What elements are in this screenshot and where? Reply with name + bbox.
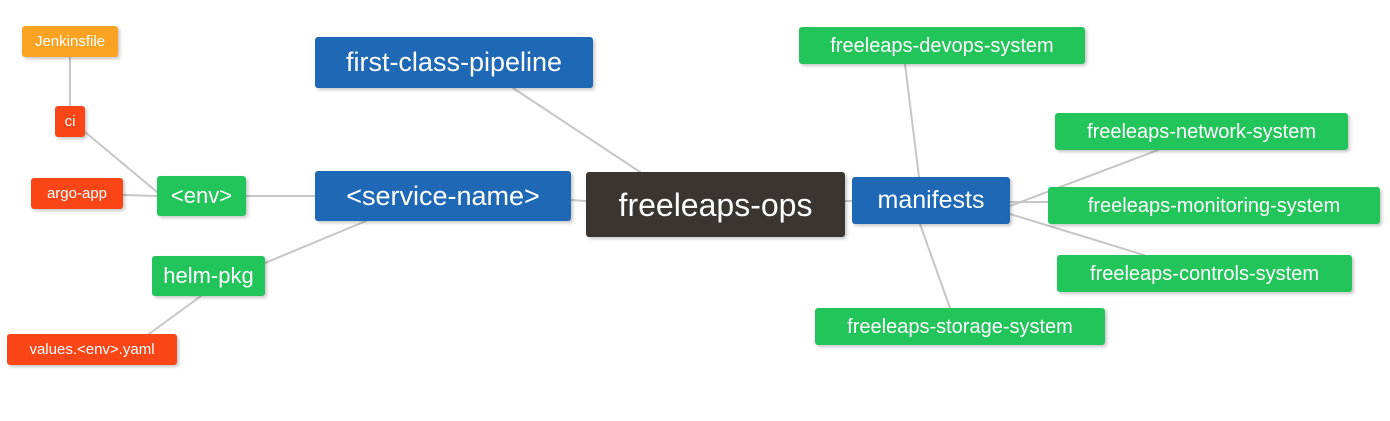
node-first-class-pipeline[interactable]: first-class-pipeline <box>315 37 593 88</box>
node-values-env-yaml[interactable]: values.<env>.yaml <box>7 334 177 365</box>
node-controls-system[interactable]: freeleaps-controls-system <box>1057 255 1352 292</box>
node-service-name[interactable]: <service-name> <box>315 171 571 221</box>
node-monitoring-system[interactable]: freeleaps-monitoring-system <box>1048 187 1380 224</box>
node-helm-pkg[interactable]: helm-pkg <box>152 256 265 296</box>
node-env[interactable]: <env> <box>157 176 246 216</box>
edge-helm-pkg-to-values-env-yaml <box>148 295 202 335</box>
edge-first-class-pipeline-to-freeleaps-ops <box>512 87 641 173</box>
node-devops-system[interactable]: freeleaps-devops-system <box>799 27 1085 64</box>
node-jenkinsfile[interactable]: Jenkinsfile <box>22 26 118 57</box>
node-storage-system[interactable]: freeleaps-storage-system <box>815 308 1105 345</box>
edge-service-name-to-helm-pkg <box>264 220 367 264</box>
edge-manifests-to-devops-system <box>904 63 920 178</box>
edge-argo-app-to-env <box>122 194 158 197</box>
node-manifests[interactable]: manifests <box>852 177 1010 224</box>
node-argo-app[interactable]: argo-app <box>31 178 123 209</box>
edge-manifests-to-storage-system <box>919 223 951 309</box>
node-network-system[interactable]: freeleaps-network-system <box>1055 113 1348 150</box>
node-ci[interactable]: ci <box>55 106 85 137</box>
edge-service-name-to-freeleaps-ops <box>570 199 587 202</box>
node-freeleaps-ops[interactable]: freeleaps-ops <box>586 172 845 237</box>
